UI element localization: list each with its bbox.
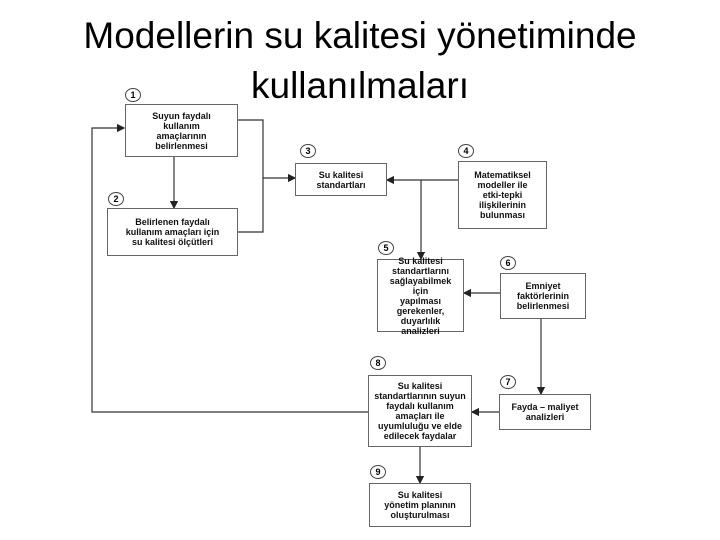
step-1-number: 1 [125, 88, 141, 102]
step-4-number: 4 [458, 144, 474, 158]
step-2-text: Belirlenen faydalı kullanım amaçları içi… [125, 217, 220, 247]
step-2-box: Belirlenen faydalı kullanım amaçları içi… [107, 208, 238, 256]
step-9-box: Su kalitesi yönetim planının oluşturulma… [369, 483, 471, 527]
step-5-box: Su kalitesi standartlarını sağlayabilmek… [377, 256, 464, 336]
slide-title-line-1: Modellerin su kalitesi yönetiminde [83, 15, 637, 56]
step-3-box: Su kalitesi standartları [295, 163, 387, 196]
step-7-box: Fayda – maliyet analizleri [499, 394, 591, 430]
step-7-text: Fayda – maliyet analizleri [511, 402, 579, 422]
connector-2-to-3 [238, 178, 264, 233]
step-7-number: 7 [500, 375, 516, 389]
step-8-number: 8 [370, 356, 386, 370]
arrow-8-feedback-to-1 [91, 123, 368, 413]
step-6-box: Emniyet faktörlerinin belirlenmesi [500, 273, 586, 319]
step-5-text: Su kalitesi standartlarını sağlayabilmek… [389, 255, 452, 336]
step-8-box: Su kalitesi standartlarının suyun faydal… [368, 375, 472, 447]
step-5-number: 5 [378, 241, 394, 255]
step-3-number: 3 [300, 144, 316, 158]
step-6-number: 6 [500, 256, 516, 270]
slide-title-line-2: kullanılmaları [251, 65, 469, 106]
step-1-text: Suyun faydalı kullanım amaçlarının belir… [152, 110, 211, 151]
step-9-number: 9 [370, 465, 386, 479]
step-3-text: Su kalitesi standartları [316, 169, 366, 190]
step-8-text: Su kalitesi standartlarının suyun faydal… [374, 381, 466, 441]
step-4-box: Matematiksel modeller ile etki-tepki ili… [458, 161, 547, 229]
step-6-text: Emniyet faktörlerinin belirlenmesi [516, 281, 570, 311]
step-2-number: 2 [108, 192, 124, 206]
step-4-text: Matematiksel modeller ile etki-tepki ili… [474, 170, 531, 220]
step-9-text: Su kalitesi yönetim planının oluşturulma… [384, 490, 456, 520]
arrow-1-to-3 [238, 119, 297, 183]
step-1-box: Suyun faydalı kullanım amaçlarının belir… [125, 104, 238, 157]
